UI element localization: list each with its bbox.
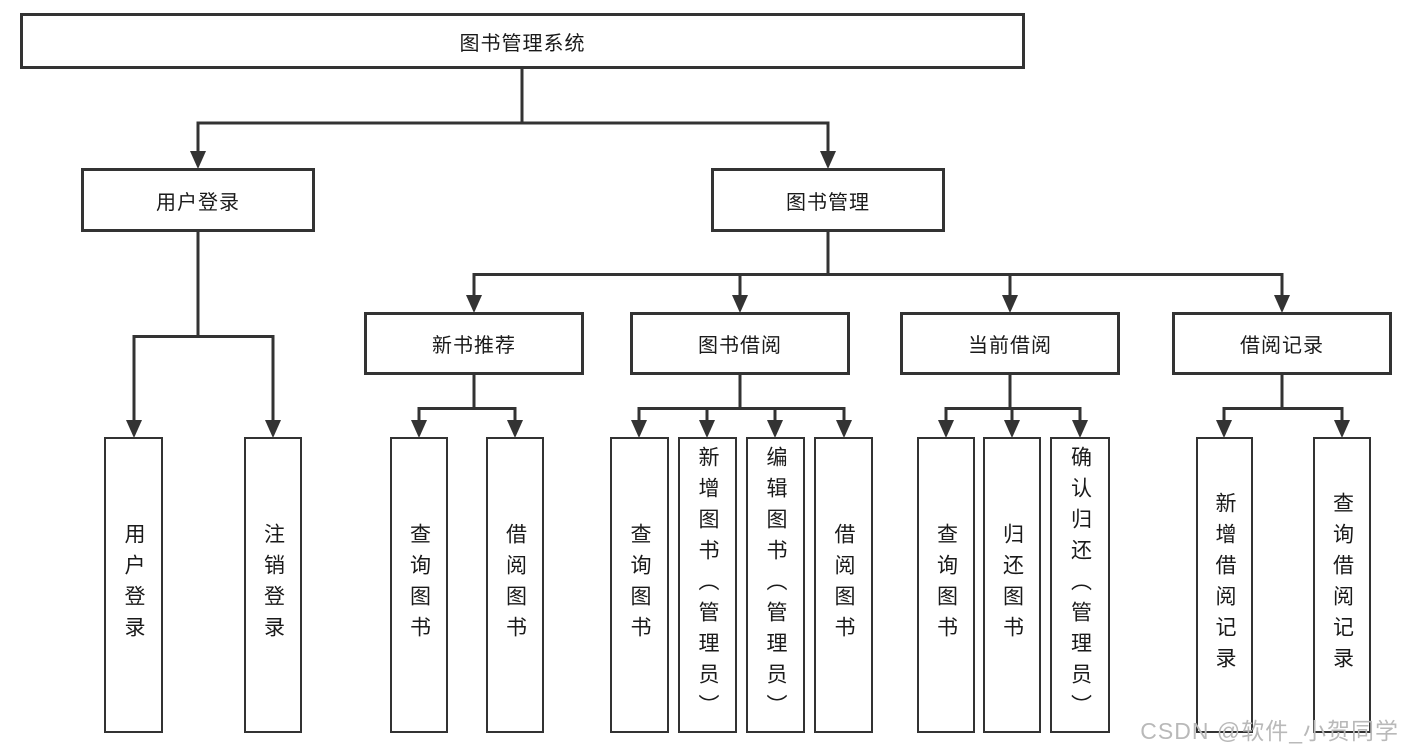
leaf-query-borrow-record-label: 查询借阅记录 bbox=[1330, 492, 1354, 678]
leaf-user-login: 用户登录 bbox=[104, 437, 163, 733]
connector-book-borrow-children bbox=[631, 375, 852, 438]
node-user-login-label: 用户登录 bbox=[156, 191, 240, 214]
leaf-add-books-admin-label: 新增图书（管理员） bbox=[696, 445, 719, 725]
node-borrow-records-label: 借阅记录 bbox=[1240, 335, 1324, 357]
node-new-book-recommend-label: 新书推荐 bbox=[432, 335, 516, 357]
node-root-label: 图书管理系统 bbox=[459, 32, 586, 55]
leaf-borrow-books-2: 借阅图书 bbox=[814, 437, 873, 733]
leaf-query-books-1-label: 查询图书 bbox=[407, 523, 431, 647]
leaf-return-books: 归还图书 bbox=[983, 437, 1041, 733]
leaf-borrow-books-2-label: 借阅图书 bbox=[832, 523, 855, 647]
connector-borrow-records-children bbox=[1216, 375, 1350, 438]
node-user-login: 用户登录 bbox=[81, 168, 315, 232]
leaf-edit-books-admin-label: 编辑图书（管理员） bbox=[764, 445, 787, 725]
leaf-return-books-label: 归还图书 bbox=[1000, 523, 1024, 647]
leaf-query-books-2-label: 查询图书 bbox=[628, 523, 651, 647]
leaf-query-books-3: 查询图书 bbox=[917, 437, 975, 733]
leaf-borrow-books-1-label: 借阅图书 bbox=[503, 523, 527, 647]
leaf-query-borrow-record: 查询借阅记录 bbox=[1313, 437, 1371, 733]
node-current-borrow: 当前借阅 bbox=[900, 312, 1120, 375]
leaf-query-books-1: 查询图书 bbox=[390, 437, 448, 733]
leaf-confirm-return-admin: 确认归还（管理员） bbox=[1050, 437, 1110, 733]
node-book-management: 图书管理 bbox=[711, 168, 945, 232]
node-book-management-label: 图书管理 bbox=[786, 191, 870, 214]
leaf-confirm-return-admin-label: 确认归还（管理员） bbox=[1068, 445, 1092, 725]
leaf-logout-label: 注销登录 bbox=[261, 523, 285, 647]
connector-book-management-children bbox=[466, 232, 1290, 313]
node-book-borrow-label: 图书借阅 bbox=[698, 335, 782, 357]
leaf-add-borrow-record-label: 新增借阅记录 bbox=[1213, 492, 1236, 678]
connector-current-borrow-children bbox=[938, 375, 1088, 438]
node-book-borrow: 图书借阅 bbox=[630, 312, 850, 375]
connector-root-to-level2 bbox=[190, 68, 836, 169]
connector-user-login-children bbox=[126, 232, 281, 438]
leaf-borrow-books-1: 借阅图书 bbox=[486, 437, 544, 733]
leaf-user-login-label: 用户登录 bbox=[122, 523, 145, 647]
node-new-book-recommend: 新书推荐 bbox=[364, 312, 584, 375]
leaf-query-books-2: 查询图书 bbox=[610, 437, 669, 733]
leaf-query-books-3-label: 查询图书 bbox=[934, 523, 958, 647]
node-borrow-records: 借阅记录 bbox=[1172, 312, 1392, 375]
watermark: CSDN @软件_小贺同学 bbox=[1140, 718, 1399, 744]
leaf-add-borrow-record: 新增借阅记录 bbox=[1196, 437, 1253, 733]
node-root: 图书管理系统 bbox=[20, 13, 1025, 69]
leaf-add-books-admin: 新增图书（管理员） bbox=[678, 437, 737, 733]
connector-new-book-recommend-children bbox=[411, 375, 523, 438]
leaf-edit-books-admin: 编辑图书（管理员） bbox=[746, 437, 805, 733]
node-current-borrow-label: 当前借阅 bbox=[968, 335, 1052, 357]
leaf-logout: 注销登录 bbox=[244, 437, 302, 733]
